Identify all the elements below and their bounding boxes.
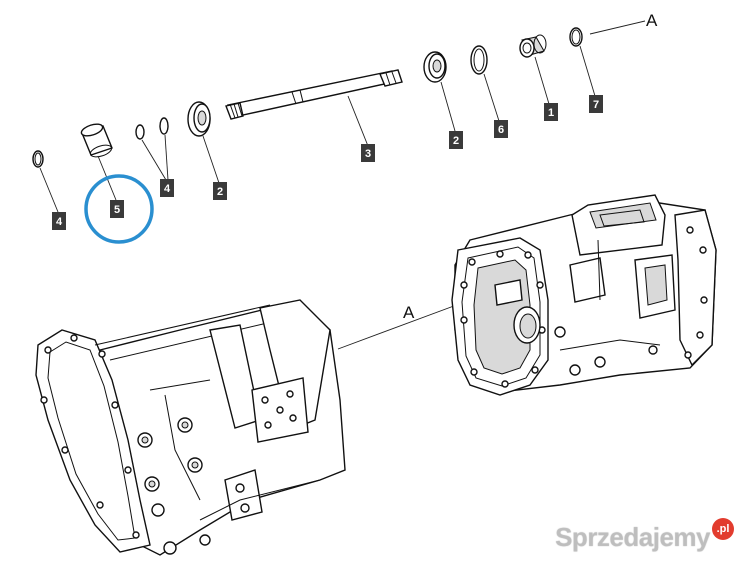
gearbox-housing [451,194,717,396]
callout-1-label: 1 [548,107,554,119]
callout-4-left-label: 4 [56,216,63,228]
callout-7-label: 7 [593,99,599,111]
callout-5: 5 [110,200,124,218]
bushing-part [80,123,113,158]
callout-7: 7 [589,95,603,113]
circlip [470,45,488,75]
section-letter-top: A [646,11,658,30]
callout-3: 3 [361,144,375,162]
o-ring-right [569,27,583,47]
bearing-left [187,101,211,137]
callout-2-left-label: 2 [217,186,223,198]
callout-4-left: 4 [52,212,66,230]
section-letter-middle: A [403,303,415,322]
bearing-right [423,51,447,83]
bell-housing [35,299,346,556]
snap-ring-left [32,150,44,168]
callout-5-label: 5 [114,204,120,216]
watermark-badge: .pl [712,517,734,540]
highlight-circle [84,174,154,244]
callout-6-label: 6 [498,124,504,136]
threaded-collar [519,34,547,58]
callout-3-label: 3 [365,148,371,160]
callout-6: 6 [494,120,508,138]
watermark: Sprzedajemy .pl [555,517,734,553]
watermark-text: Sprzedajemy [555,522,710,552]
callout-1: 1 [544,103,558,121]
callout-4-middle: 4 [160,179,174,197]
callout-2-left: 2 [213,182,227,200]
main-shaft [225,69,403,120]
callout-4-middle-label: 4 [164,183,171,195]
o-ring-pair [135,117,169,140]
callout-2-right-label: 2 [453,135,459,147]
callout-2-right: 2 [449,131,463,149]
